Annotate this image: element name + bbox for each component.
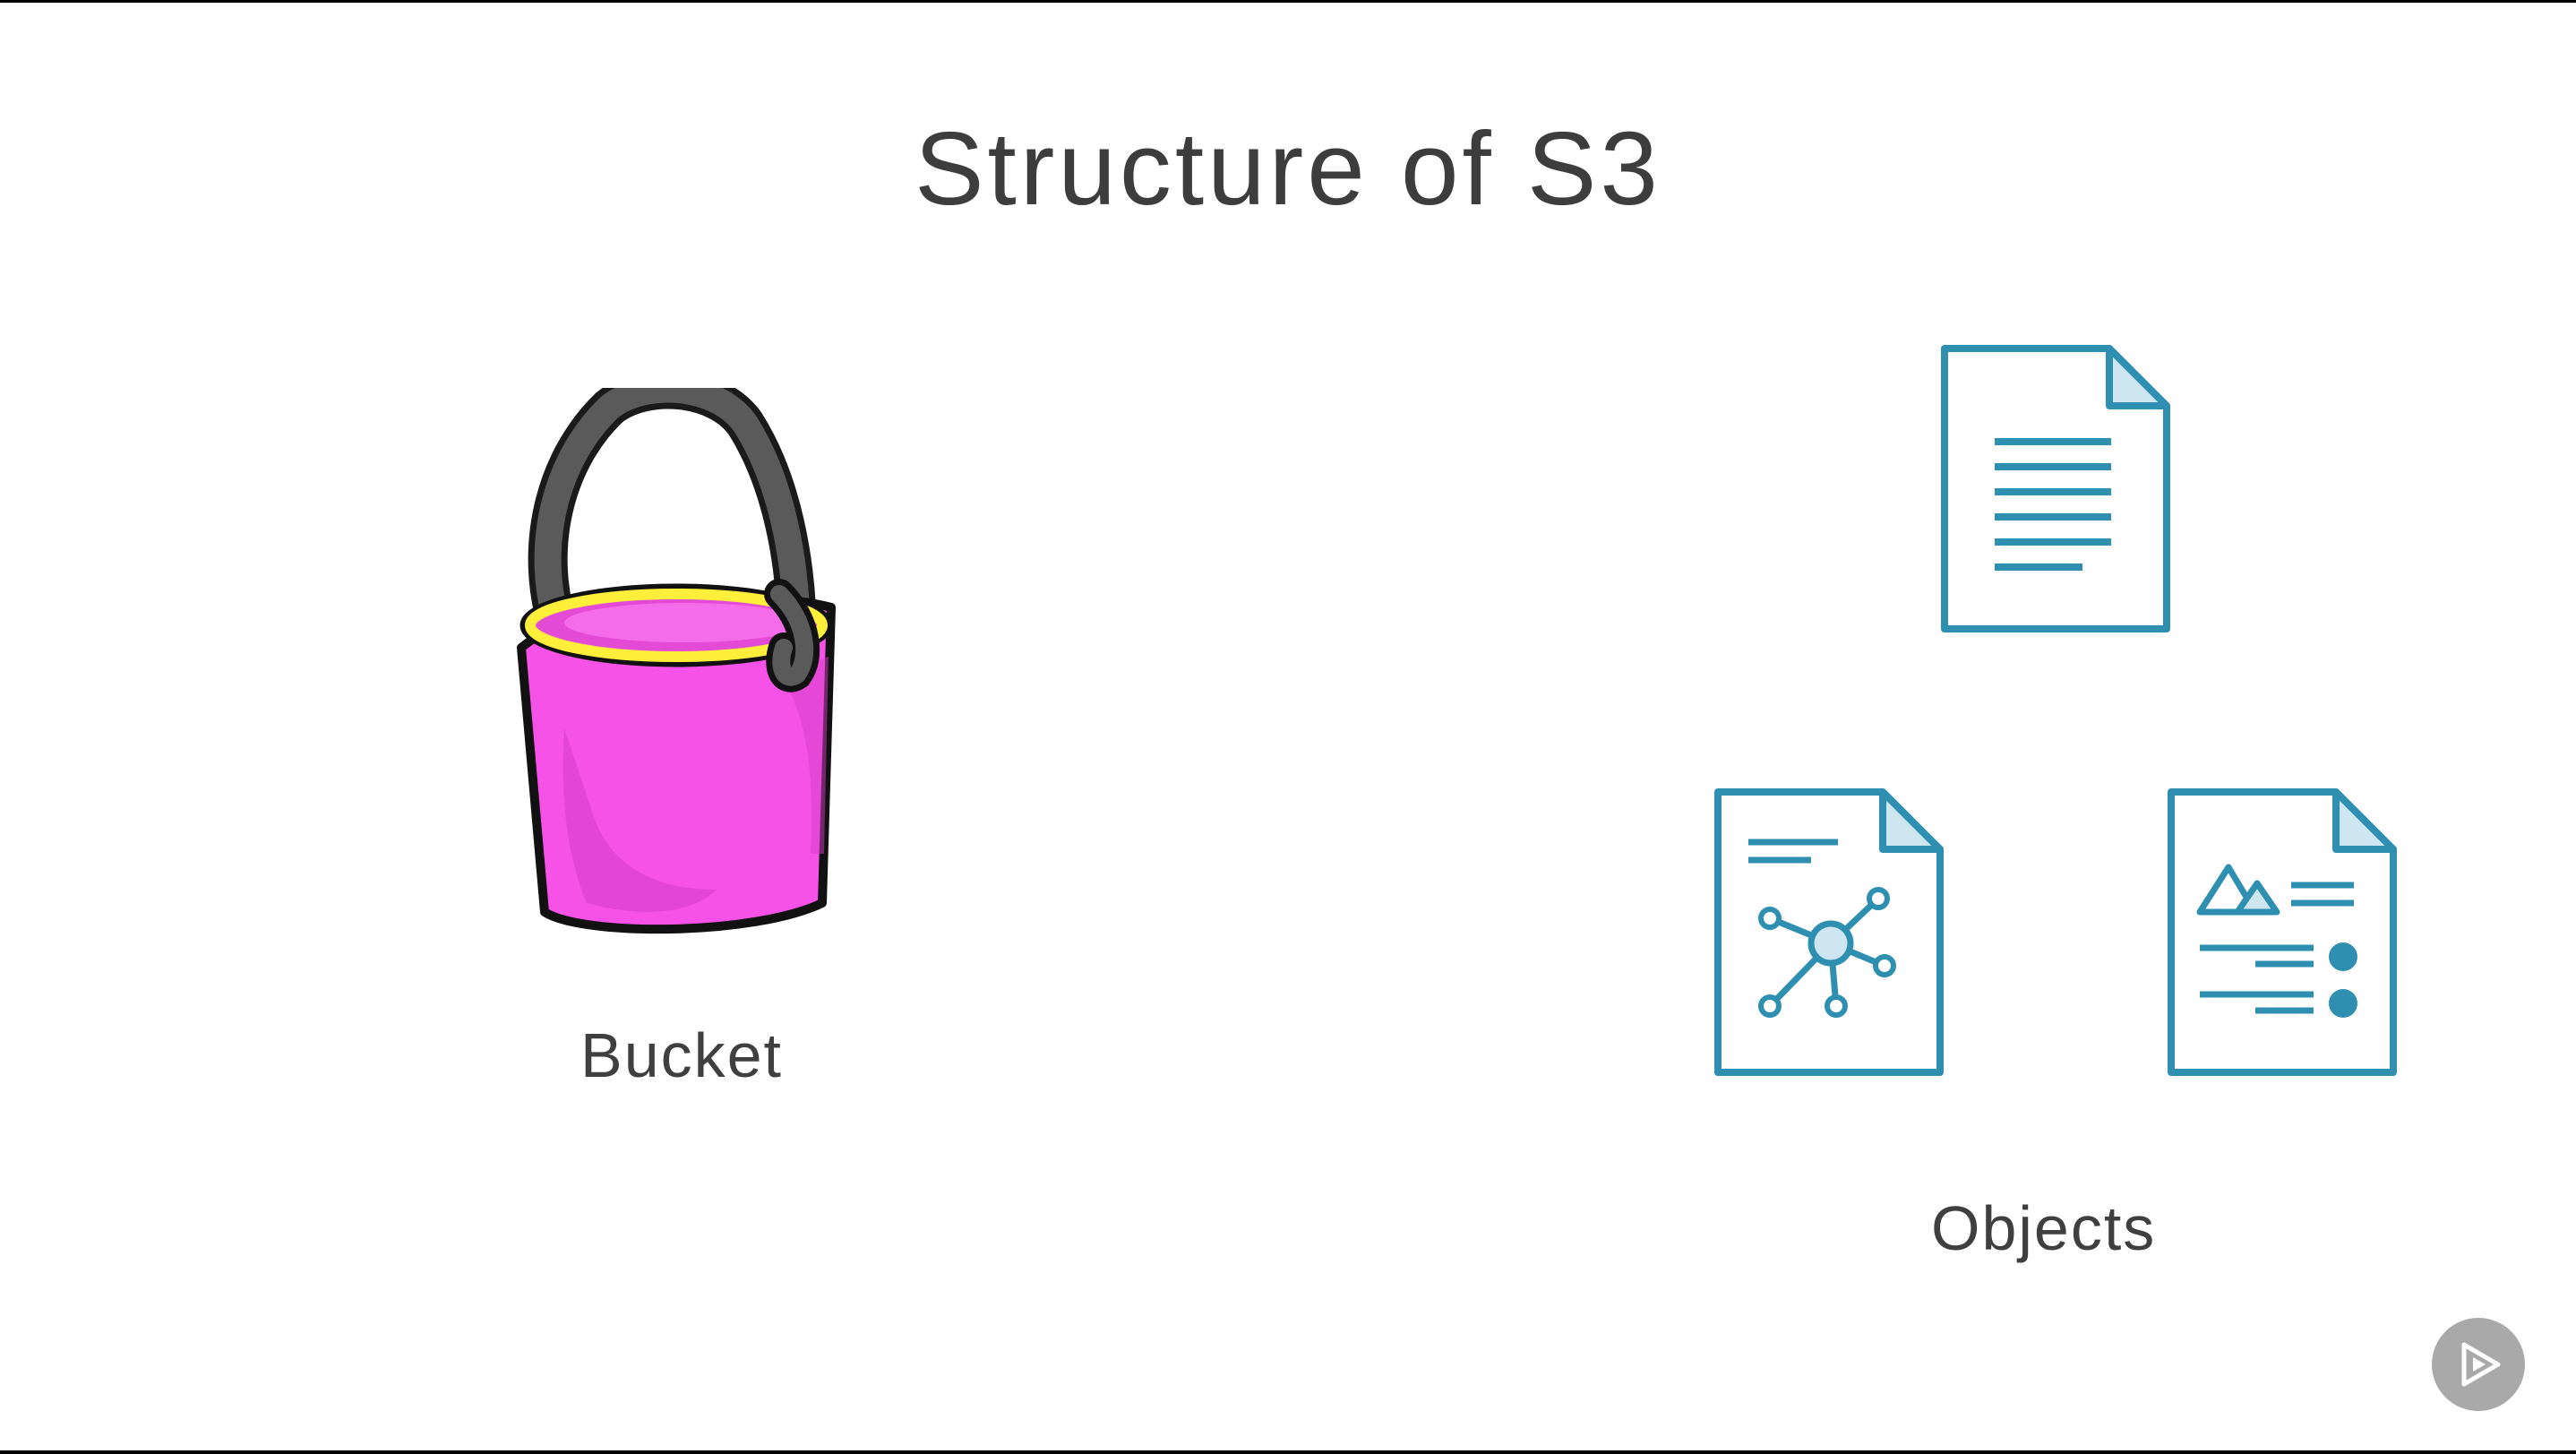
slide: Structure of S3 Bucket [0, 3, 2576, 1450]
media-document-icon [2168, 788, 2397, 1076]
bucket-icon [517, 388, 836, 934]
text-document-icon [1941, 345, 2170, 632]
network-document-icon [1714, 788, 1944, 1076]
play-icon [2461, 1342, 2501, 1387]
slide-title: Structure of S3 [914, 110, 1662, 227]
bucket-label: Bucket [580, 1020, 783, 1090]
objects-label: Objects [1931, 1193, 2157, 1263]
play-button[interactable] [2432, 1318, 2525, 1411]
